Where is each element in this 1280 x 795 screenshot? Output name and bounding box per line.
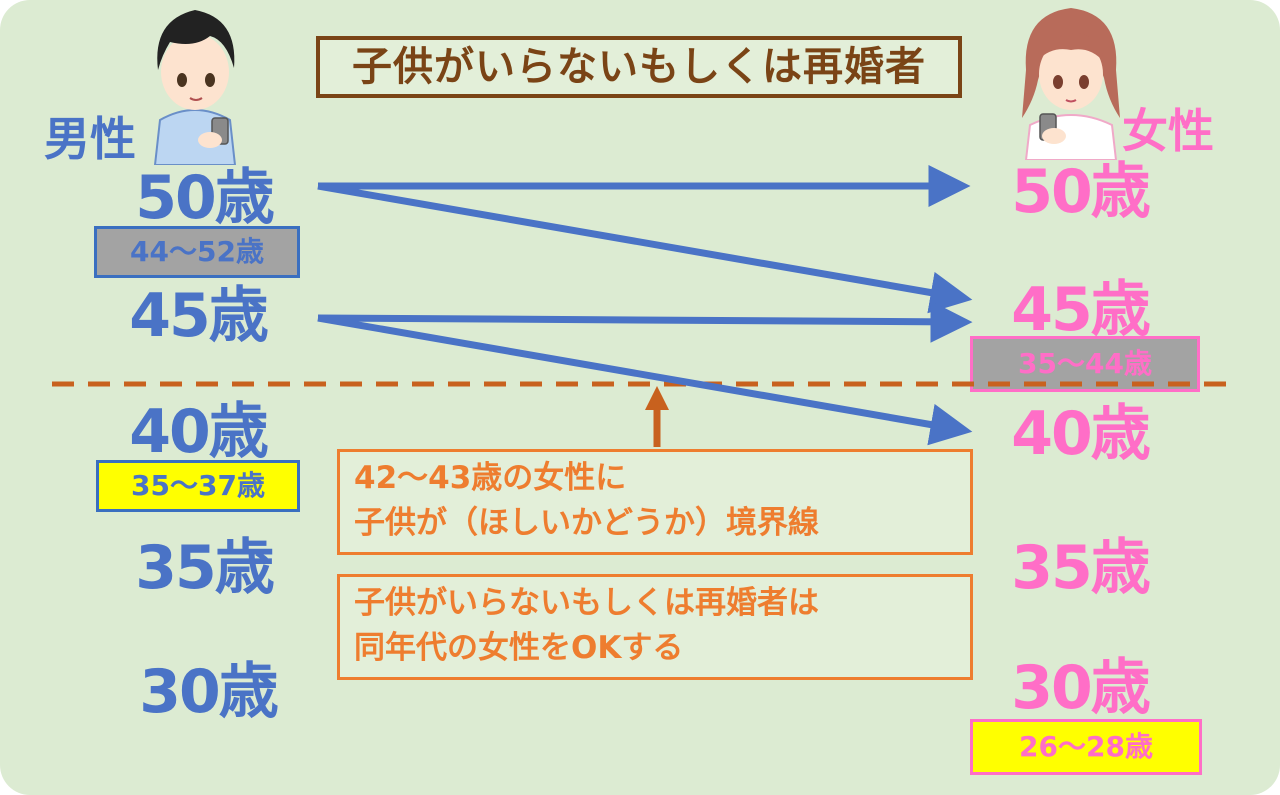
male-age-30: 30歳: [139, 657, 279, 727]
explanation-note-line1: 子供がいらないもしくは再婚者は: [354, 585, 819, 621]
boundary-note-line1: 42〜43歳の女性に: [354, 460, 627, 496]
male-age-40: 40歳: [129, 397, 269, 467]
arrow-45-to-45: [317, 300, 973, 343]
female-range-30: 26〜28歳: [970, 719, 1202, 775]
boundary-pointer-arrow: [645, 386, 669, 447]
male-age-50: 50歳: [135, 163, 275, 233]
female-age-35: 35歳: [1011, 533, 1151, 603]
male-age-35: 35歳: [135, 533, 275, 603]
explanation-note-line2: 同年代の女性をOKする: [354, 630, 684, 666]
diagram-title: 子供がいらないもしくは再婚者: [316, 36, 962, 98]
female-age-45: 45歳: [1011, 275, 1151, 345]
female-age-40: 40歳: [1011, 399, 1151, 469]
explanation-note: 子供がいらないもしくは再婚者は 同年代の女性をOKする: [337, 574, 973, 680]
arrow-50-to-45: [317, 182, 973, 314]
male-range-50: 44〜52歳: [94, 226, 300, 278]
female-age-30: 30歳: [1011, 653, 1151, 723]
female-label: 女性: [1122, 104, 1214, 158]
boundary-note: 42〜43歳の女性に 子供が（ほしいかどうか）境界線: [337, 449, 973, 555]
female-age-50: 50歳: [1011, 157, 1151, 227]
male-range-40: 35〜37歳: [96, 460, 300, 512]
boundary-note-line2: 子供が（ほしいかどうか）境界線: [354, 505, 819, 541]
male-age-45: 45歳: [129, 281, 269, 351]
arrow-45-to-40: [317, 314, 973, 446]
girl-with-phone-icon: [1022, 8, 1120, 160]
boy-with-phone-icon: [153, 10, 237, 165]
male-label: 男性: [44, 112, 136, 166]
